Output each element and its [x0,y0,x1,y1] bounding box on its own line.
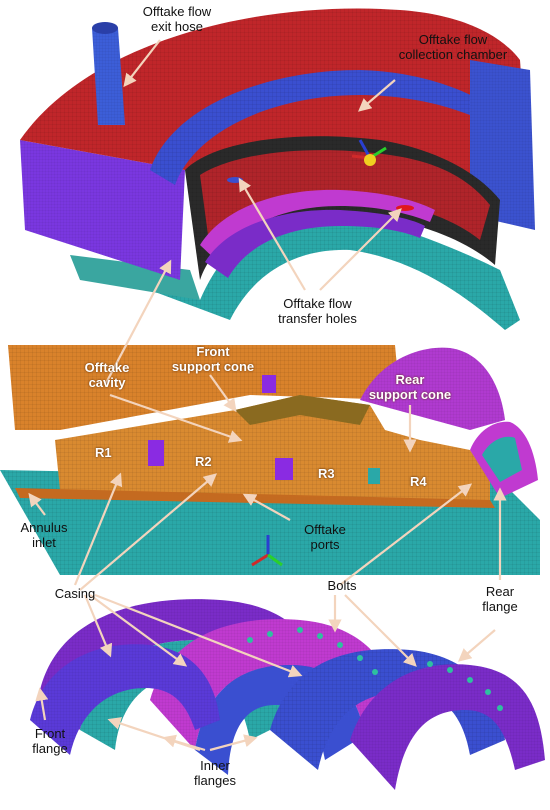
region-label-r4: R4 [410,474,427,489]
label-annulus-inlet: Annulus inlet [20,520,68,550]
offtake-cavity-model [0,345,540,575]
label-rear-flange: Rear flange [482,584,518,614]
label-transfer-holes: Offtake flow transfer holes [278,296,357,326]
casing-segments-model [30,599,545,790]
label-rear-support-cone: Rear support cone [368,372,452,402]
label-inner-flanges: Inner flanges [194,758,236,788]
label-casing: Casing [54,586,96,601]
label-front-flange: Front flange [32,726,68,756]
label-offtake-ports: Offtake ports [304,522,346,552]
label-offtake-cavity: Offtake cavity [84,360,130,390]
collection-chamber-model [20,8,535,330]
label-front-support-cone: Front support cone [171,344,255,374]
label-bolts: Bolts [327,578,357,593]
region-label-r2: R2 [195,454,212,469]
label-collection-chamber: Offtake flow collection chamber [398,32,508,62]
label-exit-hose: Offtake flow exit hose [142,4,212,34]
region-label-r1: R1 [95,445,112,460]
callout-arrows [28,39,507,752]
region-label-r3: R3 [318,466,335,481]
